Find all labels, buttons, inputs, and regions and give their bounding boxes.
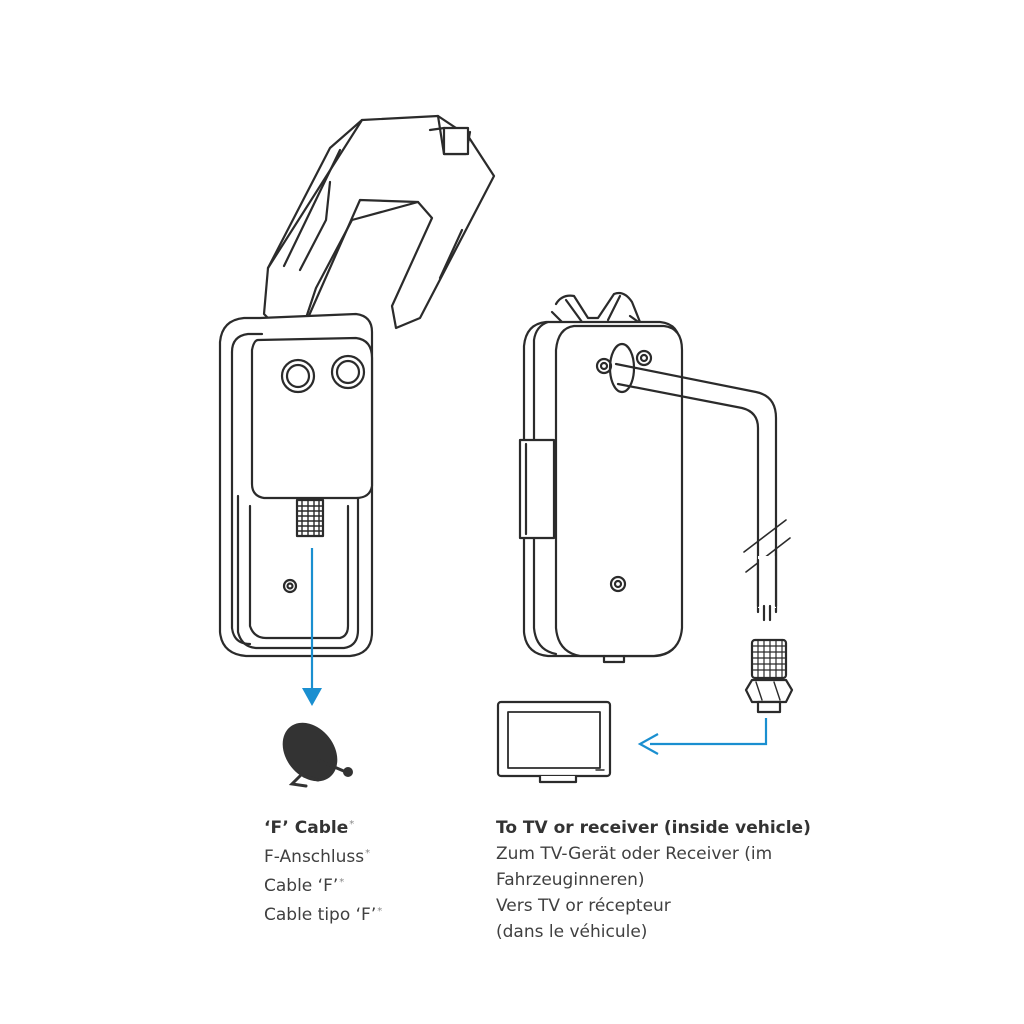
satellite-cable-caption: ‘F’ Cable* F-Anschluss* Cable ‘F’* Cable…: [264, 812, 382, 928]
satellite-dish-icon: [282, 722, 353, 788]
arrow-to-tv: [637, 718, 768, 755]
socket-lid: [262, 114, 496, 338]
socket-open-illustration: [218, 114, 496, 658]
caption-line: F-Anschluss: [264, 847, 365, 867]
caption-line: Cable ‘F’: [264, 876, 339, 896]
caption-title: ‘F’ Cable: [264, 818, 349, 838]
footnote-mark: *: [349, 819, 355, 830]
caption-line: Fahrzeuginneren): [496, 870, 645, 890]
coax-cable: [614, 362, 791, 622]
caption-title: To TV or receiver (inside vehicle): [496, 818, 811, 838]
caption-line: (dans le véhicule): [496, 922, 648, 942]
tv-icon: [496, 700, 612, 784]
footnote-mark: *: [365, 848, 371, 859]
caption-line: Vers TV or récepteur: [496, 896, 671, 916]
f-connector-port: [295, 498, 325, 538]
footnote-mark: *: [377, 906, 383, 917]
caption-line: Cable tipo ‘F’: [264, 905, 377, 925]
f-connector-icon: [744, 638, 794, 714]
socket-front-plate: [554, 324, 684, 658]
footnote-mark: *: [339, 877, 345, 888]
tv-receiver-caption: To TV or receiver (inside vehicle) Zum T…: [496, 815, 811, 945]
socket-closed-illustration: [518, 291, 794, 714]
arrow-to-dish: [302, 548, 322, 706]
caption-line: Zum TV-Gerät oder Receiver (im: [496, 844, 773, 864]
